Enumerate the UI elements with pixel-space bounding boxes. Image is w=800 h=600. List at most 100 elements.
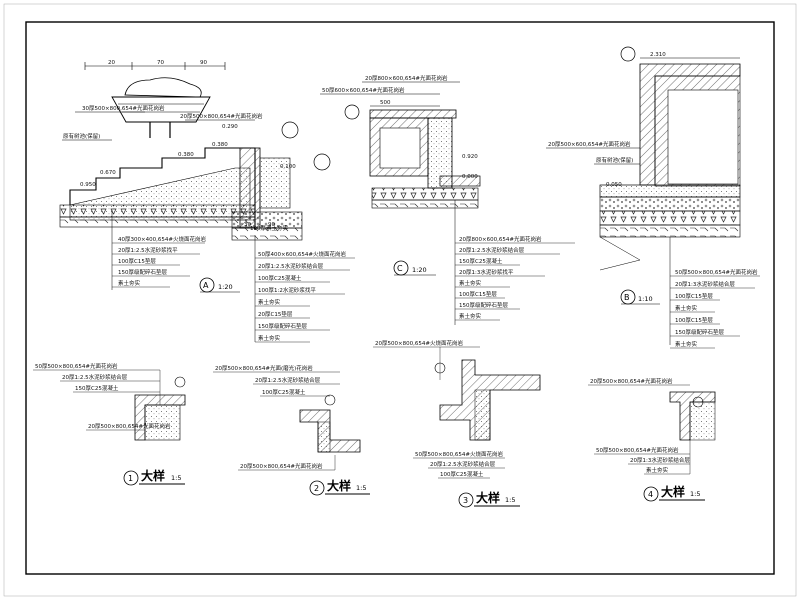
svg-text:3: 3	[463, 496, 468, 505]
svg-text:150厚级配碎石垫层: 150厚级配碎石垫层	[258, 322, 307, 330]
svg-text:20厚1:2.5水泥砂浆找平: 20厚1:2.5水泥砂浆找平	[118, 246, 178, 254]
elev-a-2: 0.670	[100, 170, 116, 176]
top-dim-3: 90	[200, 60, 207, 66]
svg-text:50厚500×800,654#光面花岗岩: 50厚500×800,654#光面花岗岩	[35, 362, 118, 370]
svg-text:150厚级配碎石垫层: 150厚级配碎石垫层	[459, 301, 508, 309]
detail-4-scale: 1:5	[690, 490, 700, 498]
dim-a-2: 90	[268, 222, 275, 228]
svg-text:20厚800×600,654#光面花岗岩: 20厚800×600,654#光面花岗岩	[459, 235, 542, 243]
elev-a-6: 0.100	[280, 164, 296, 170]
svg-text:素土夯实: 素土夯实	[459, 279, 482, 287]
svg-text:100厚C25混凝土: 100厚C25混凝土	[440, 470, 484, 478]
detail-2-marker	[309, 480, 325, 496]
elev-b-top: 2.310	[650, 52, 666, 58]
svg-text:20厚1:3水泥砂浆找平: 20厚1:3水泥砂浆找平	[459, 268, 514, 276]
svg-text:100厚C15垫层: 100厚C15垫层	[459, 290, 497, 298]
svg-text:100厚C15垫层: 100厚C15垫层	[118, 257, 156, 265]
svg-text:20厚1:3水泥砂浆结合层: 20厚1:3水泥砂浆结合层	[675, 280, 735, 288]
svg-text:20厚1:3水泥砂浆结合层: 20厚1:3水泥砂浆结合层	[630, 456, 690, 464]
detail-4: 20厚500×800,654#光面花岗岩 50厚500×800,654#光面花岗…	[588, 377, 716, 502]
notes-a-left: 40厚300×400,654#火烧面花岗岩 20厚1:2.5水泥砂浆找平 100…	[112, 235, 206, 288]
svg-text:素土夯实: 素土夯实	[258, 334, 281, 342]
detail-1-marker	[123, 470, 139, 486]
notes-b: 50厚500×800,654#光面花岗岩 20厚1:3水泥砂浆结合层 100厚C…	[670, 268, 760, 349]
drawing-frame	[25, 21, 775, 575]
svg-text:150厚C25混凝土: 150厚C25混凝土	[459, 257, 503, 265]
svg-text:50厚400×600,654#火烧面花岗岩: 50厚400×600,654#火烧面花岗岩	[258, 250, 346, 258]
elev-c-1: 0.920	[462, 154, 478, 160]
detail-3: 20厚500×800,654#火烧面花岗岩 50厚500×800,654#火烧面…	[373, 339, 541, 508]
svg-text:20厚1:2.5水泥砂浆结合层: 20厚1:2.5水泥砂浆结合层	[258, 262, 324, 270]
detail-4-title: 大样	[661, 484, 685, 499]
elev-c-2: 0.000	[462, 174, 478, 180]
section-a: 20 70 90 30厚500×800,654#光面花岗岩 20厚500×800…	[59, 60, 355, 343]
svg-text:150厚级配碎石垫层: 150厚级配碎石垫层	[675, 328, 724, 336]
detail-2-scale: 1:5	[356, 484, 366, 492]
section-c-scale: 1:20	[412, 266, 427, 274]
callout-a-1: 30厚500×800,654#光面花岗岩	[82, 104, 165, 112]
callout-b-2: 原有树池(保留)	[596, 156, 633, 164]
elev-a-4: 0.380	[212, 142, 228, 148]
section-c-letter: C	[397, 264, 403, 273]
callout-a-3: 原有树池(保留)	[63, 132, 100, 140]
elev-a-5: 0.290	[222, 124, 238, 130]
svg-text:素土夯实: 素土夯实	[118, 279, 141, 287]
detail-3-scale: 1:5	[505, 496, 515, 504]
section-b-scale: 1:10	[638, 295, 653, 303]
svg-text:50厚500×800,654#光面花岗岩: 50厚500×800,654#光面花岗岩	[675, 268, 758, 276]
section-b-letter: B	[624, 293, 630, 302]
outer-border	[3, 3, 797, 597]
callout-b-1: 20厚500×600,654#光面花岗岩	[548, 140, 631, 148]
detail-2: 20厚500×800,654#光面(磨光)花岗岩 20厚1:2.5水泥砂浆结合层…	[213, 364, 370, 496]
svg-text:50厚500×800,654#光面花岗岩: 50厚500×800,654#光面花岗岩	[596, 446, 679, 454]
svg-text:20厚500×800,654#光面(磨光)花岗岩: 20厚500×800,654#光面(磨光)花岗岩	[215, 364, 313, 372]
svg-text:20厚500×800,654#光面花岗岩: 20厚500×800,654#光面花岗岩	[88, 422, 171, 430]
svg-text:20厚500×800,654#光面花岗岩: 20厚500×800,654#光面花岗岩	[590, 377, 673, 385]
tree-canopy	[124, 77, 202, 98]
svg-text:100厚1:2水泥砂浆找平: 100厚1:2水泥砂浆找平	[258, 286, 316, 294]
detail-4-marker	[643, 486, 659, 502]
svg-text:20厚500×800,654#火烧面花岗岩: 20厚500×800,654#火烧面花岗岩	[375, 339, 463, 347]
top-dim-1: 20	[108, 60, 115, 66]
svg-text:100厚素土夯实: 100厚素土夯实	[250, 224, 288, 232]
svg-text:100厚C25混凝土: 100厚C25混凝土	[262, 388, 306, 396]
svg-text:2: 2	[314, 484, 319, 493]
callout-c-1: 20厚800×600,654#光面花岗岩	[365, 74, 448, 82]
section-a-letter: A	[203, 281, 209, 290]
callout-a-2: 20厚500×800,654#光面花岗岩	[180, 112, 263, 120]
svg-text:100厚C15垫层: 100厚C15垫层	[675, 292, 713, 300]
svg-text:20厚1:2.5水泥砂浆结合层: 20厚1:2.5水泥砂浆结合层	[459, 246, 525, 254]
detail-1-title: 大样	[141, 468, 165, 483]
detail-1-scale: 1:5	[171, 474, 181, 482]
elev-a-3: 0.380	[178, 152, 194, 158]
dim-a-1: 30	[244, 222, 251, 228]
svg-text:4: 4	[648, 490, 653, 499]
detail-1: 50厚500×800,654#光面花岗岩 20厚1:2.5水泥砂浆结合层 150…	[33, 362, 186, 486]
svg-text:150厚级配碎石垫层: 150厚级配碎石垫层	[118, 268, 167, 276]
svg-text:100厚C25混凝土: 100厚C25混凝土	[258, 274, 302, 282]
svg-text:素土夯实: 素土夯实	[459, 312, 482, 320]
notes-c: 20厚800×600,654#光面花岗岩 20厚1:2.5水泥砂浆结合层 150…	[455, 235, 575, 321]
planter-bowl	[111, 96, 211, 123]
svg-text:素土夯实: 素土夯实	[646, 466, 669, 474]
dim-c-1: 500	[380, 100, 391, 106]
svg-text:素土夯实: 素土夯实	[675, 340, 698, 348]
detail-3-marker	[458, 492, 474, 508]
section-a-scale: 1:20	[218, 283, 233, 291]
section-b: 2.310 20厚500×600,654#光面花岗岩 原有树池(保留) 0.05…	[546, 46, 760, 349]
notes-a-right: 100厚素土夯实 50厚400×600,654#火烧面花岗岩 20厚1:2.5水…	[250, 224, 355, 343]
svg-text:1: 1	[128, 474, 133, 483]
detail-3-title: 大样	[476, 490, 500, 505]
svg-text:50厚500×800,654#火烧面花岗岩: 50厚500×800,654#火烧面花岗岩	[415, 450, 503, 458]
svg-text:20厚1:2.5水泥砂浆结合层: 20厚1:2.5水泥砂浆结合层	[62, 373, 128, 381]
detail-2-title: 大样	[327, 478, 351, 493]
svg-text:150厚C25混凝土: 150厚C25混凝土	[75, 384, 119, 392]
svg-text:20厚500×800,654#光面花岗岩: 20厚500×800,654#光面花岗岩	[240, 462, 323, 470]
top-dim-2: 70	[157, 60, 164, 66]
callout-c-2: 50厚600×600,654#光面花岗岩	[322, 86, 405, 94]
svg-text:20厚1:2.5水泥砂浆结合层: 20厚1:2.5水泥砂浆结合层	[430, 460, 496, 468]
svg-text:20厚1:2.5水泥砂浆结合层: 20厚1:2.5水泥砂浆结合层	[255, 376, 321, 384]
svg-text:100厚C15垫层: 100厚C15垫层	[675, 316, 713, 324]
svg-text:素土夯实: 素土夯实	[258, 298, 281, 306]
